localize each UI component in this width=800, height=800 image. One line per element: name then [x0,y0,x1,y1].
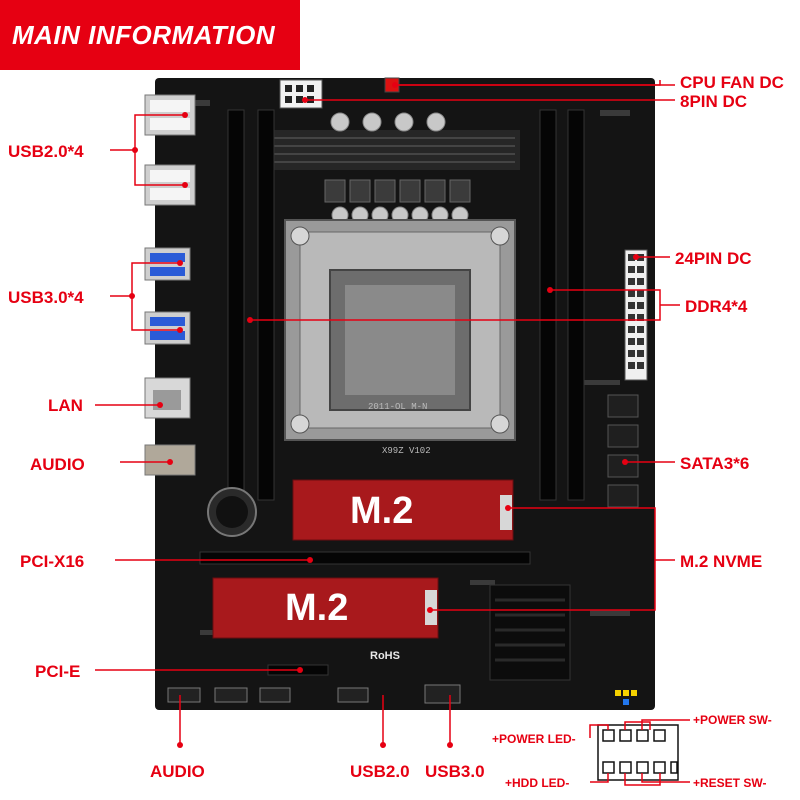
label-usb20-bottom: USB2.0 [350,762,410,781]
vrm-heatsink [265,130,520,170]
sata-ports [607,394,639,508]
chipset-heatsink [489,584,571,681]
main-information-banner: MAIN INFORMATION [0,0,300,70]
label-ddr4x4: DDR4*4 [685,297,748,316]
8pin-connector-shape [279,79,323,109]
label-usb30-bottom: USB3.0 [425,762,485,781]
label-sata3x6: SATA3*6 [680,454,750,473]
socket-text: 2011-OL M-N [368,402,428,412]
label-usb20x4: USB2.0*4 [8,142,84,161]
label-reset-sw: +RESET SW- [693,776,767,790]
label-power-led: +POWER LED- [492,732,576,746]
m2-top-text: M.2 [350,490,414,532]
m2-card-bottom [212,577,439,639]
label-m2-nvme: M.2 NVME [680,552,763,571]
24pin-connector-shape [624,249,648,381]
dimm-slots [227,109,585,501]
rohs-mark: RoHS [370,650,400,662]
label-8pin-dc: 8PIN DC [680,92,748,111]
label-lan: LAN [48,396,83,415]
label-24pin-dc: 24PIN DC [675,249,752,268]
label-pci-e: PCI-E [35,662,81,681]
label-pci-x16: PCI-X16 [20,552,85,571]
m2-card-top [292,479,514,541]
label-cpu-fan-dc: CPU FAN DC [680,73,784,92]
leader-dots [129,82,639,748]
front-panel-header-diagram [589,719,690,786]
cpu-socket [284,219,516,441]
m2-bottom-text: M.2 [285,587,349,629]
label-hdd-led: +HDD LED- [505,776,570,790]
label-audio-bottom: AUDIO [150,762,205,781]
pcie-x16-slot [199,551,531,565]
board-model-text: X99Z V102 [382,446,431,456]
label-power-sw: +POWER SW- [693,713,772,727]
label-usb30x4: USB3.0*4 [8,288,84,307]
label-audio-left: AUDIO [30,455,85,474]
